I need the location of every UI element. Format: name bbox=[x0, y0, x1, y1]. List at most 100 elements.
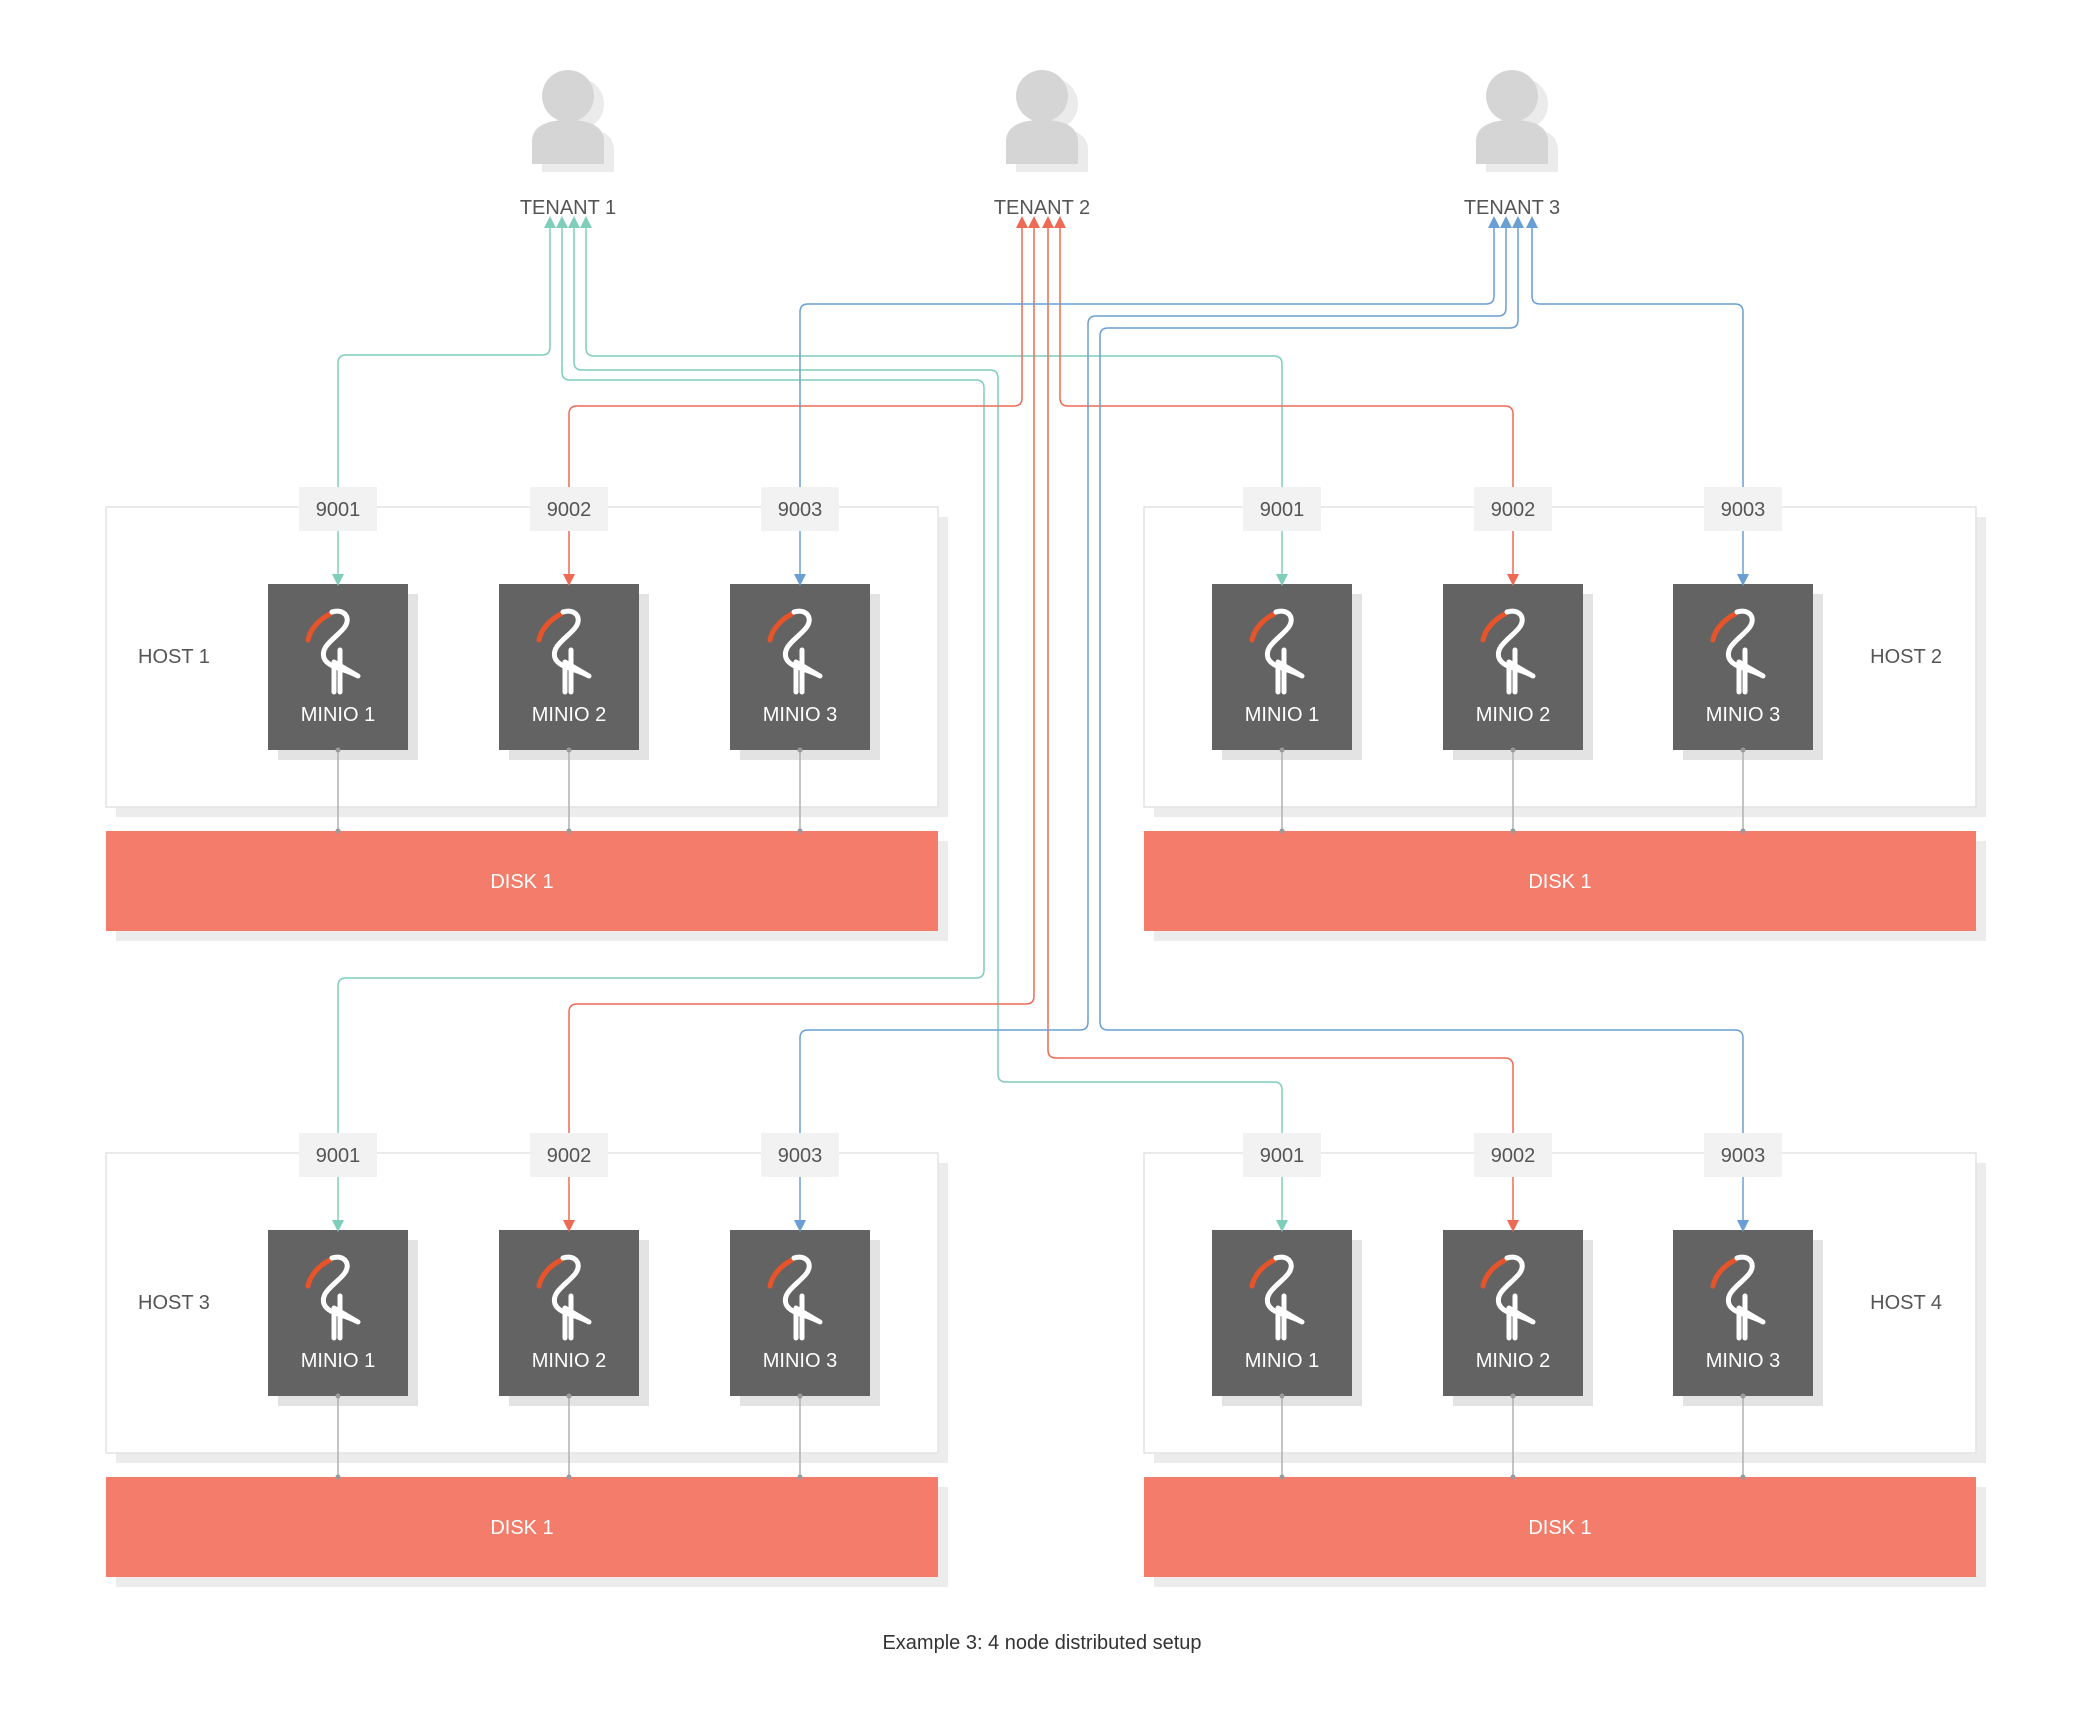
heron-beak bbox=[1480, 611, 1508, 643]
heron-body bbox=[320, 608, 361, 695]
port-label-9001: 9001 bbox=[299, 487, 377, 531]
connector-line bbox=[568, 230, 1023, 530]
port-badge bbox=[299, 1133, 377, 1177]
port-label-9002: 9002 bbox=[530, 1133, 608, 1177]
heron-beak bbox=[1249, 611, 1277, 643]
node-label: MINIO 3 bbox=[763, 704, 837, 726]
tenant-label: TENANT 3 bbox=[1464, 197, 1560, 219]
connector-line bbox=[337, 230, 551, 530]
port-label-9003: 9003 bbox=[1704, 487, 1782, 531]
connector-line bbox=[1531, 230, 1744, 530]
link-dot bbox=[1740, 1474, 1746, 1480]
minio-heron-icon bbox=[305, 1254, 361, 1341]
port-number: 9002 bbox=[1491, 499, 1536, 521]
link-dot bbox=[1740, 747, 1746, 753]
minio-node: MINIO 3 bbox=[1673, 1177, 1823, 1480]
link-dot bbox=[566, 747, 572, 753]
port-label-9003: 9003 bbox=[761, 1133, 839, 1177]
node-label: MINIO 1 bbox=[1245, 704, 1319, 726]
disk-bar bbox=[1144, 831, 1976, 931]
node-label: MINIO 1 bbox=[1245, 1350, 1319, 1372]
connector-line bbox=[799, 230, 1507, 1176]
minio-heron-icon bbox=[1710, 608, 1766, 695]
node-label: MINIO 2 bbox=[532, 1350, 606, 1372]
port-badge bbox=[1704, 1133, 1782, 1177]
heron-body bbox=[551, 1254, 592, 1341]
heron-beak bbox=[536, 1257, 564, 1289]
heron-body bbox=[1725, 1254, 1766, 1341]
connector-line bbox=[1047, 230, 1514, 1176]
node-label: MINIO 3 bbox=[1706, 704, 1780, 726]
port-badge bbox=[299, 487, 377, 531]
port-number: 9001 bbox=[316, 1145, 361, 1167]
minio-node: MINIO 3 bbox=[1673, 531, 1823, 834]
tenant-label: TENANT 2 bbox=[994, 197, 1090, 219]
minio-heron-icon bbox=[1249, 1254, 1305, 1341]
host-label: HOST 1 bbox=[138, 646, 210, 668]
port-badge bbox=[1243, 487, 1321, 531]
connector-line bbox=[799, 230, 1495, 530]
link-dot bbox=[335, 1474, 341, 1480]
user-icon bbox=[1486, 70, 1538, 122]
port-badge bbox=[761, 1133, 839, 1177]
link-dot bbox=[335, 1393, 341, 1399]
port-number: 9001 bbox=[1260, 1145, 1305, 1167]
port-label-9001: 9001 bbox=[299, 1133, 377, 1177]
link-dot bbox=[797, 1474, 803, 1480]
node-label: MINIO 3 bbox=[763, 1350, 837, 1372]
disk-label: DISK 1 bbox=[490, 1517, 553, 1539]
heron-body bbox=[1495, 608, 1536, 695]
heron-beak bbox=[1480, 1257, 1508, 1289]
port-badge bbox=[1474, 1133, 1552, 1177]
heron-beak bbox=[767, 611, 795, 643]
port-label-9001: 9001 bbox=[1243, 487, 1321, 531]
heron-body bbox=[1264, 1254, 1305, 1341]
port-number: 9002 bbox=[547, 499, 592, 521]
link-dot bbox=[1740, 828, 1746, 834]
minio-node: MINIO 3 bbox=[730, 531, 880, 834]
heron-body bbox=[551, 608, 592, 695]
port-number: 9002 bbox=[547, 1145, 592, 1167]
node-label: MINIO 2 bbox=[1476, 1350, 1550, 1372]
connector-line bbox=[337, 230, 985, 1176]
link-dot bbox=[1279, 828, 1285, 834]
heron-beak bbox=[1710, 1257, 1738, 1289]
minio-node: MINIO 2 bbox=[499, 1177, 649, 1480]
connector-line bbox=[1059, 230, 1514, 530]
connector-line bbox=[585, 230, 1283, 530]
port-number: 9003 bbox=[1721, 499, 1766, 521]
link-dot bbox=[335, 747, 341, 753]
heron-body bbox=[1725, 608, 1766, 695]
minio-node: MINIO 2 bbox=[499, 531, 649, 834]
disk-label: DISK 1 bbox=[490, 871, 553, 893]
node-label: MINIO 2 bbox=[1476, 704, 1550, 726]
minio-heron-icon bbox=[1480, 1254, 1536, 1341]
tenant-1: TENANT 1 bbox=[520, 70, 616, 219]
minio-node: MINIO 2 bbox=[1443, 531, 1593, 834]
node-label: MINIO 2 bbox=[532, 704, 606, 726]
host-label: HOST 3 bbox=[138, 1292, 210, 1314]
minio-heron-icon bbox=[536, 1254, 592, 1341]
minio-node: MINIO 3 bbox=[730, 1177, 880, 1480]
link-dot bbox=[797, 747, 803, 753]
port-label-9003: 9003 bbox=[1704, 1133, 1782, 1177]
heron-body bbox=[782, 608, 823, 695]
port-badge bbox=[1704, 487, 1782, 531]
link-dot bbox=[335, 828, 341, 834]
minio-heron-icon bbox=[1480, 608, 1536, 695]
port-badge bbox=[530, 487, 608, 531]
link-dot bbox=[566, 1393, 572, 1399]
port-number: 9002 bbox=[1491, 1145, 1536, 1167]
link-dot bbox=[1279, 747, 1285, 753]
port-badge bbox=[530, 1133, 608, 1177]
heron-beak bbox=[1710, 611, 1738, 643]
heron-beak bbox=[536, 611, 564, 643]
heron-beak bbox=[305, 611, 333, 643]
diagram-caption: Example 3: 4 node distributed setup bbox=[882, 1632, 1201, 1654]
link-dot bbox=[1510, 747, 1516, 753]
port-number: 9003 bbox=[778, 499, 823, 521]
